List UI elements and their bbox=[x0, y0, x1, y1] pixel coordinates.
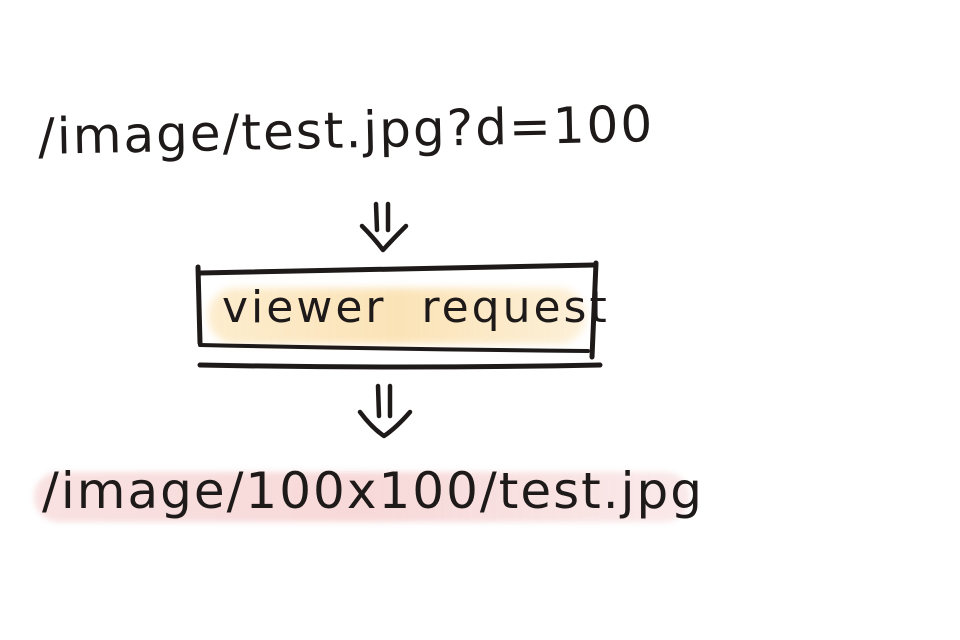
output-url-text: /image/100x100/test.jpg bbox=[42, 462, 705, 520]
input-url-text: /image/test.jpg?d=100 bbox=[37, 95, 655, 166]
output-highlight bbox=[34, 472, 690, 522]
box-highlight bbox=[208, 288, 586, 344]
viewer-request-box bbox=[195, 260, 603, 370]
down-arrow-icon bbox=[359, 201, 409, 253]
box-label-text: viewer request bbox=[222, 282, 610, 333]
down-arrow-icon bbox=[357, 383, 413, 439]
